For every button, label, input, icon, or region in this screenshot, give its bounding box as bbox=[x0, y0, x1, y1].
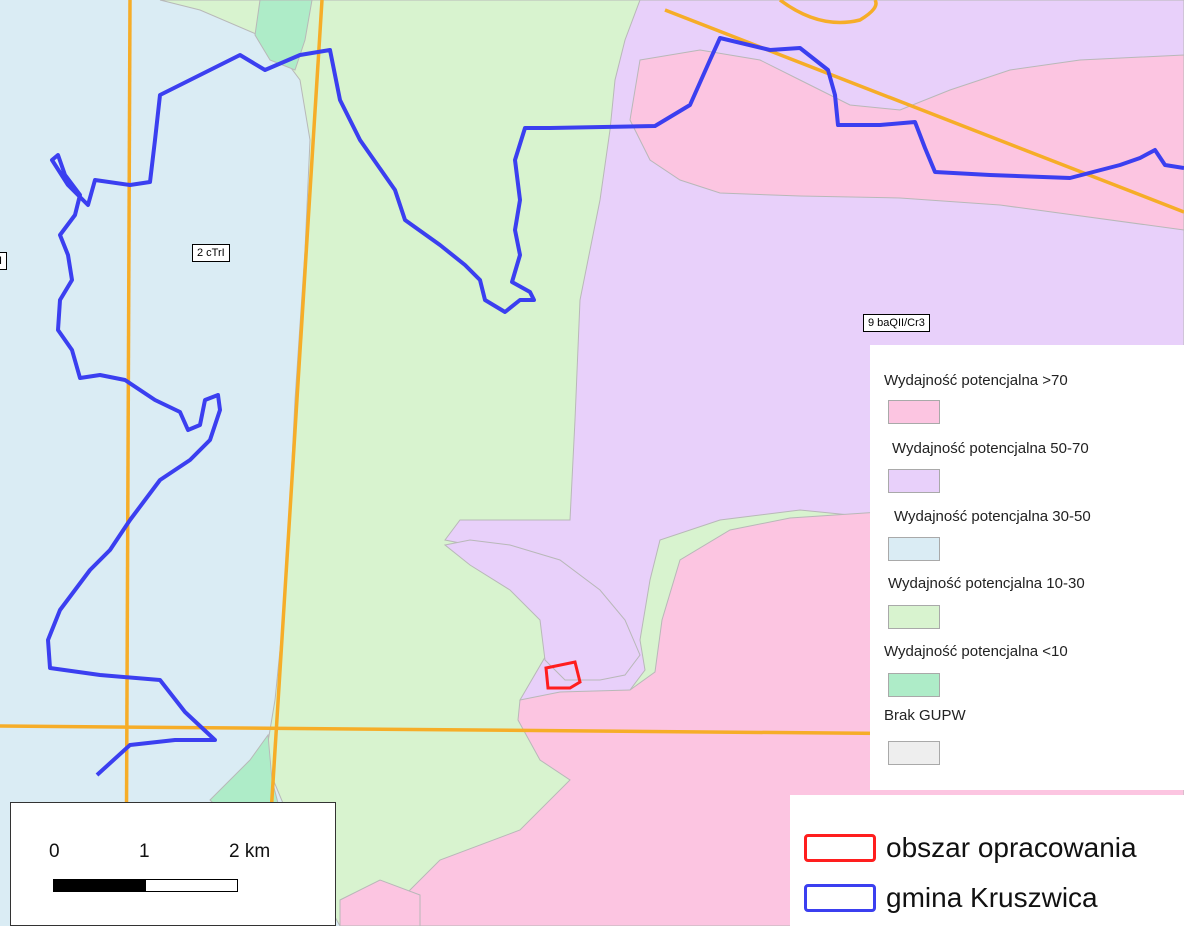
legend-label-brak: Brak GUPW bbox=[884, 707, 966, 724]
scale-bar: 0 1 2 km bbox=[10, 802, 336, 926]
zone-lt10-north bbox=[254, 0, 313, 71]
boundary-legend: obszar opracowania gmina Kruszwica bbox=[790, 795, 1184, 926]
legend-swatch-30-50 bbox=[888, 537, 940, 561]
legend-swatch-brak bbox=[888, 741, 940, 765]
legend-label-lt10: Wydajność potencjalna <10 bbox=[884, 643, 1068, 660]
scale-segment-black bbox=[53, 879, 146, 892]
zone-gt70-north bbox=[629, 49, 1184, 231]
road-vertical-west bbox=[124, 0, 132, 926]
scale-tick-2km: 2 km bbox=[229, 841, 271, 862]
unit-label-edge: I bbox=[0, 252, 8, 270]
study-area-boundary bbox=[544, 660, 582, 690]
commune-boundary bbox=[46, 36, 1184, 777]
scale-tick-0: 0 bbox=[49, 841, 60, 862]
scale-bar-graphic bbox=[53, 879, 238, 892]
legend-swatch-50-70 bbox=[888, 469, 940, 493]
scale-tick-1: 1 bbox=[139, 841, 150, 862]
legend-label-gt70: Wydajność potencjalna >70 bbox=[884, 372, 1068, 389]
legend-swatch-10-30 bbox=[888, 605, 940, 629]
commune-symbol bbox=[804, 884, 876, 912]
legend-swatch-lt10 bbox=[888, 673, 940, 697]
legend-panel: Wydajność potencjalna >70 Wydajność pote… bbox=[870, 345, 1184, 790]
commune-label: gmina Kruszwica bbox=[886, 882, 1098, 913]
unit-label-2ctri: 2 cTrI bbox=[192, 244, 230, 262]
unit-label-9baqii: 9 baQII/Cr3 bbox=[863, 314, 930, 332]
zone-50-70-lobe bbox=[443, 539, 641, 681]
legend-label-50-70: Wydajność potencjalna 50-70 bbox=[892, 440, 1089, 457]
study-area-label: obszar opracowania bbox=[886, 832, 1137, 863]
scale-segment-white bbox=[145, 879, 238, 892]
legend-swatch-gt70 bbox=[888, 400, 940, 424]
road-vertical-central bbox=[262, 0, 324, 926]
zone-gt70-southwest bbox=[339, 879, 421, 926]
legend-label-30-50: Wydajność potencjalna 30-50 bbox=[894, 508, 1091, 525]
road-loop-north bbox=[778, 0, 878, 25]
legend-label-10-30: Wydajność potencjalna 10-30 bbox=[888, 575, 1085, 592]
study-area-symbol bbox=[804, 834, 876, 862]
